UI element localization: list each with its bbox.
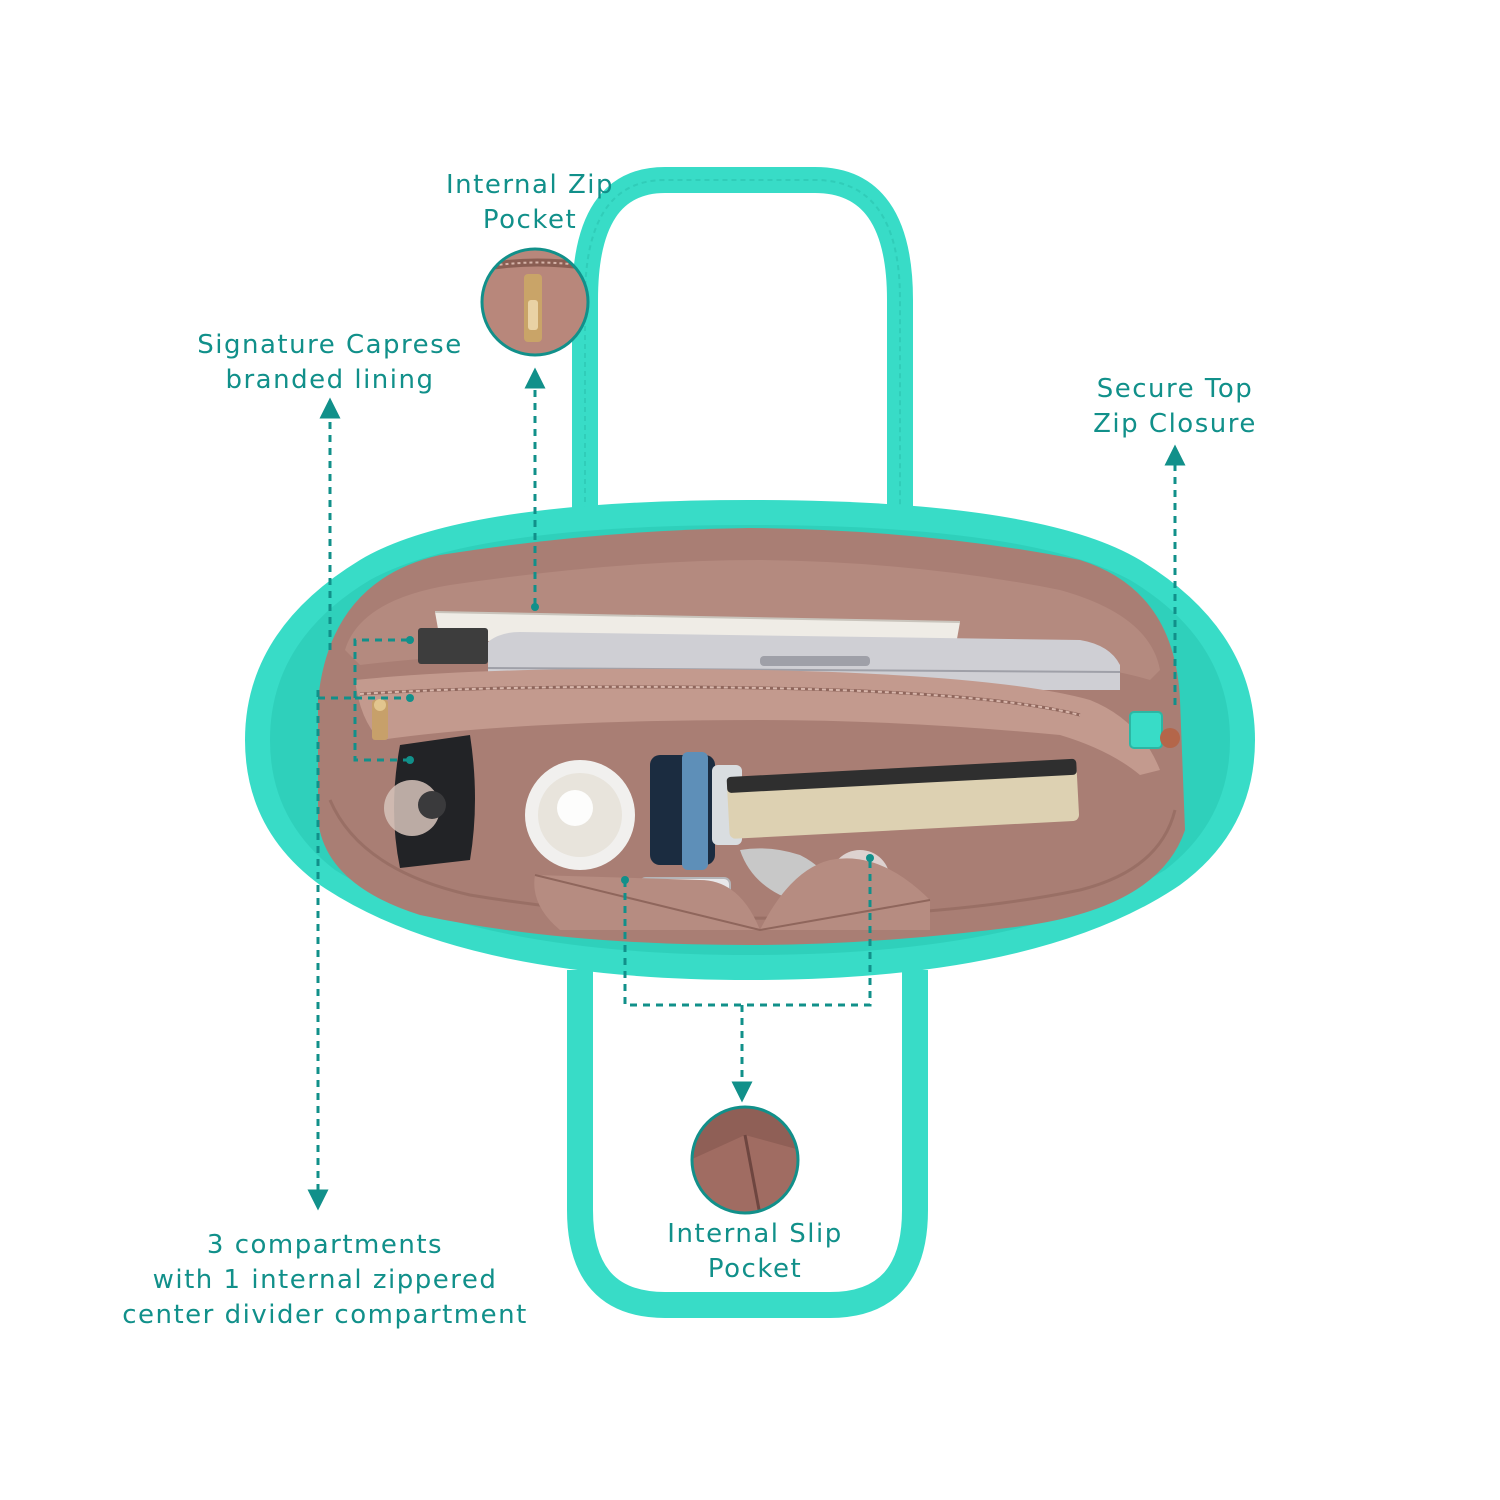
internal-zip-pocket-label: Internal Zip Pocket [445,170,614,235]
lining-interior [318,528,1185,945]
slip-pockets [534,858,931,932]
leader-dots [406,603,874,884]
zip-tab [1129,711,1180,749]
zip-pocket-inset [480,247,590,357]
leader-lines [307,367,1186,1211]
compartments-label: 3 compartments with 1 internal zippered … [122,1230,528,1330]
secure-top-zip-label: Secure Top Zip Closure [1093,374,1257,439]
center-divider [355,668,1160,775]
zipper-pull [372,700,388,740]
slip-pocket-inset [690,1105,800,1215]
bottom-handle [567,970,928,1318]
internal-slip-pocket-label: Internal Slip Pocket [667,1219,843,1284]
signature-lining-label: Signature Caprese branded lining [197,330,463,395]
top-handle [572,167,913,520]
compartments-bracket [353,638,408,762]
slip-pocket-bracket [623,858,872,1007]
